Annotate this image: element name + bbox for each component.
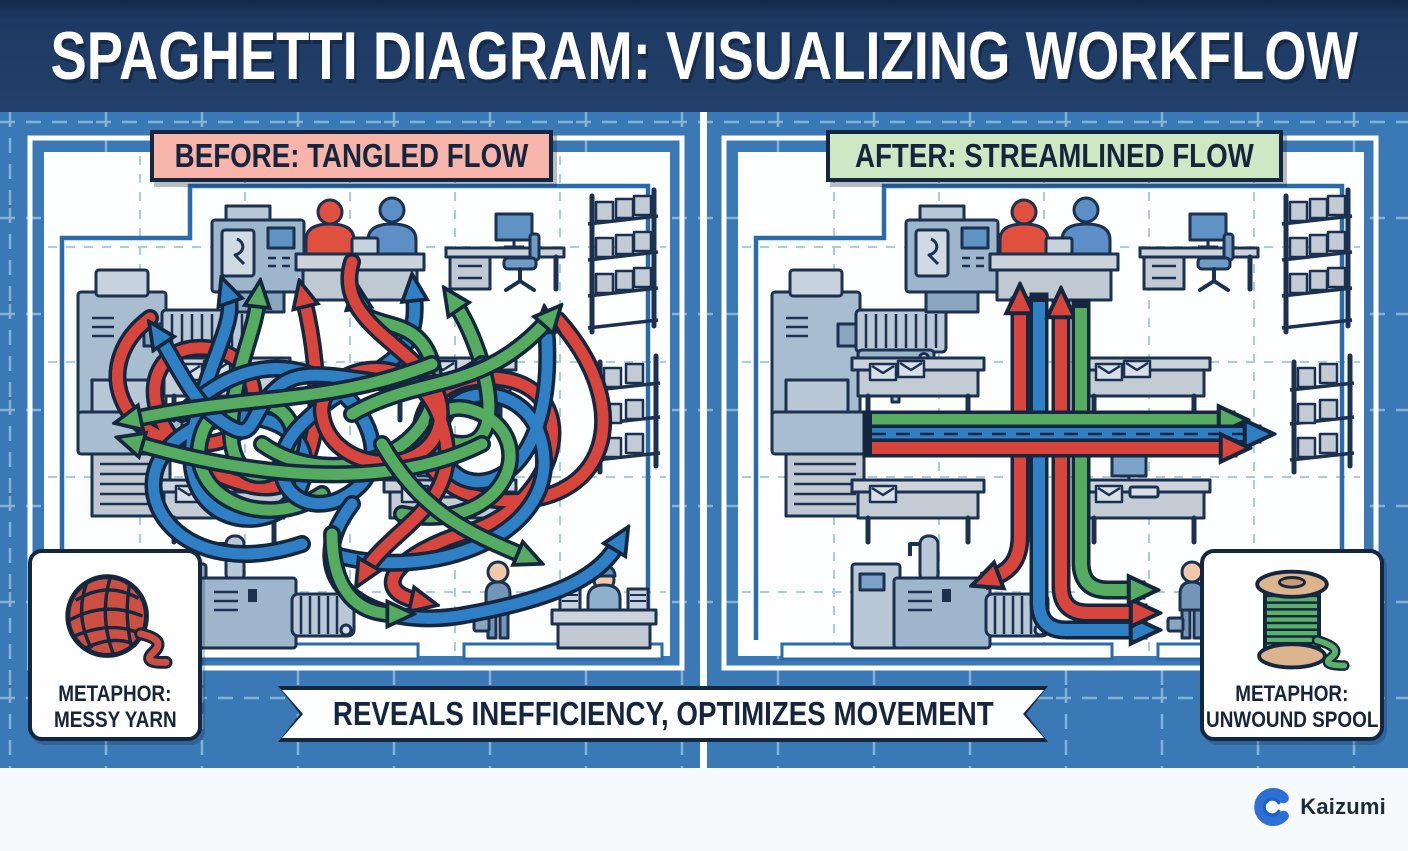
kaizumi-wave-icon	[1254, 788, 1290, 826]
after-label-box: AFTER: STREAMLINED FLOW	[826, 130, 1283, 182]
panel-divider	[700, 112, 707, 768]
metaphor-yarn-subtitle: MESSY YARN	[53, 706, 177, 732]
metaphor-yarn-title: METAPHOR:	[58, 681, 172, 706]
after-panel	[724, 138, 1376, 668]
before-label-box: BEFORE: TANGLED FLOW	[150, 130, 553, 182]
floorplan-scene	[0, 112, 1408, 768]
streamlined-flow-lines	[862, 302, 1252, 630]
before-panel	[30, 138, 682, 668]
yarn-ball-icon	[65, 574, 173, 669]
summary-ribbon-fill	[282, 690, 1044, 738]
metaphor-yarn-box: METAPHOR: MESSY YARN	[28, 549, 202, 741]
summary-ribbon: REVEALS INEFFICIENCY, OPTIMIZES MOVEMENT	[278, 686, 1048, 742]
header-bar: SPAGHETTI DIAGRAM: VISUALIZING WORKFLOW	[0, 0, 1408, 112]
metaphor-spool-subtitle: UNWOUND SPOOL	[1205, 706, 1379, 732]
tangled-flow-lines	[108, 253, 618, 618]
page-title: SPAGHETTI DIAGRAM: VISUALIZING WORKFLOW	[50, 18, 1358, 94]
thread-spool-icon	[1255, 569, 1350, 671]
metaphor-spool-title: METAPHOR:	[1235, 681, 1349, 706]
after-label: AFTER: STREAMLINED FLOW	[855, 137, 1254, 174]
summary-text: REVEALS INEFFICIENCY, OPTIMIZES MOVEMENT	[332, 695, 994, 732]
before-label: BEFORE: TANGLED FLOW	[174, 137, 529, 174]
metaphor-spool-box: METAPHOR: UNWOUND SPOOL	[1200, 549, 1384, 741]
footer-bar: Kaizumi	[0, 768, 1408, 851]
brand-logo: Kaizumi	[1253, 788, 1386, 826]
brand-name: Kaizumi	[1300, 794, 1386, 819]
